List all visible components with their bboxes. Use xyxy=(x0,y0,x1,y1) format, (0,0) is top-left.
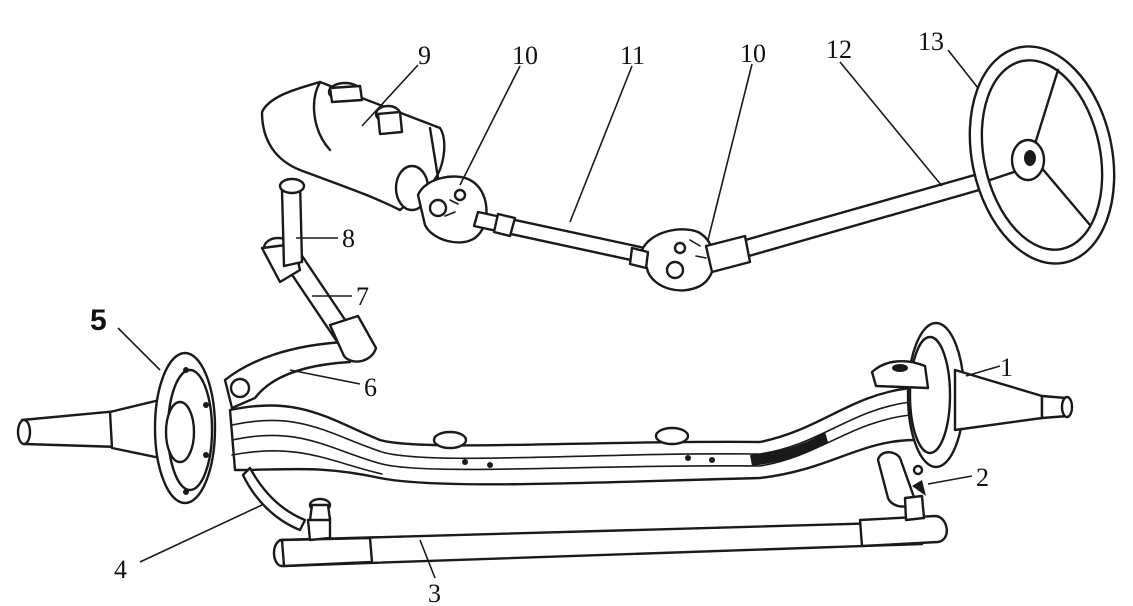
label-12: 12 xyxy=(826,35,852,64)
steering-wheel xyxy=(968,45,1116,265)
pitman-arm xyxy=(278,177,306,268)
label-4: 4 xyxy=(114,555,127,584)
label-7: 7 xyxy=(356,282,369,311)
label-10-left: 10 xyxy=(512,41,538,70)
leader-lines xyxy=(117,49,1001,579)
universal-joint-lower xyxy=(628,228,716,292)
label-3: 3 xyxy=(428,579,441,606)
part-labels: 1 2 3 4 5 6 7 8 9 10 10 11 12 13 xyxy=(90,27,1013,606)
steering-gear-box xyxy=(260,80,446,212)
label-11: 11 xyxy=(620,41,645,70)
label-2: 2 xyxy=(976,463,989,492)
intermediate-shaft xyxy=(472,210,647,264)
label-13: 13 xyxy=(918,27,944,56)
label-10-right: 10 xyxy=(740,39,766,68)
tie-rod xyxy=(272,494,948,568)
steering-column xyxy=(704,163,1016,274)
label-5: 5 xyxy=(90,304,107,337)
label-8: 8 xyxy=(342,224,355,253)
universal-joint-upper xyxy=(416,175,488,244)
label-6: 6 xyxy=(364,373,377,402)
left-steering-knuckle xyxy=(16,340,352,532)
right-steering-knuckle xyxy=(870,321,1074,508)
front-axle-beam xyxy=(228,386,917,486)
label-9: 9 xyxy=(418,41,431,70)
label-1: 1 xyxy=(1000,353,1013,382)
